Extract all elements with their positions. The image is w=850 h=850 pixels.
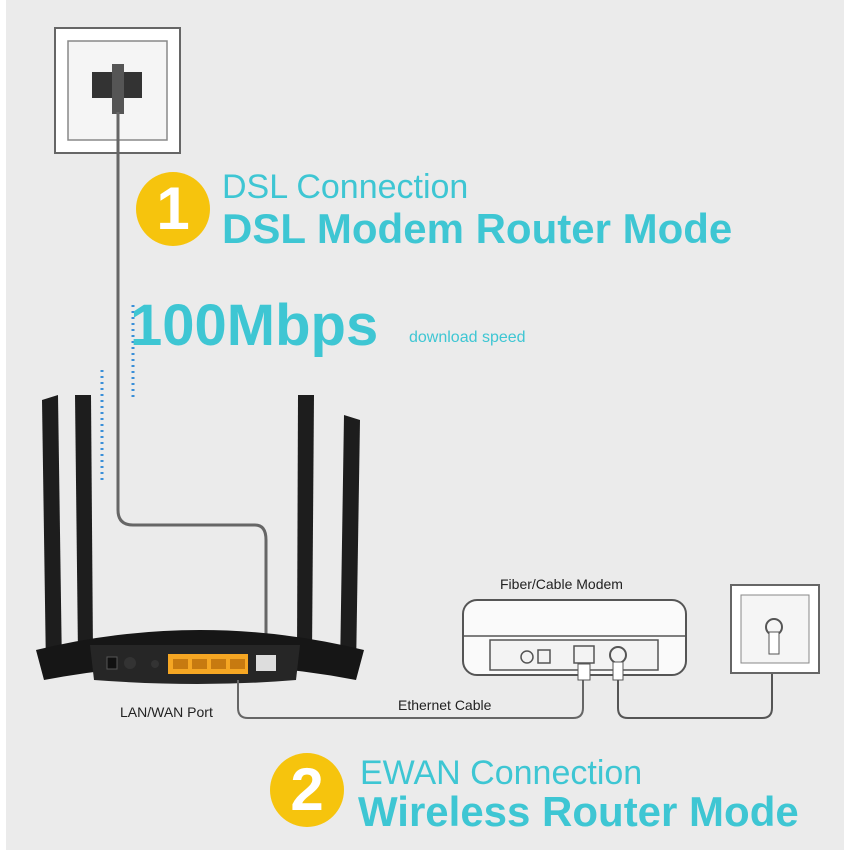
lan-wan-port-label: LAN/WAN Port bbox=[120, 704, 213, 720]
coax-wall-socket bbox=[730, 584, 820, 674]
ethernet-cable-label: Ethernet Cable bbox=[398, 697, 492, 713]
fiber-cable-modem bbox=[462, 599, 687, 681]
phone-wall-socket bbox=[54, 27, 181, 154]
mode-1-badge: 1 bbox=[136, 172, 210, 246]
dsl-connection-label: DSL Connection bbox=[222, 168, 469, 206]
modem-label: Fiber/Cable Modem bbox=[500, 576, 623, 592]
mode-2-badge: 2 bbox=[270, 753, 344, 827]
dsl-cable bbox=[116, 112, 268, 660]
speed-value: 100Mbps bbox=[130, 293, 379, 358]
speed-label: download speed bbox=[409, 329, 526, 346]
coax-cable bbox=[617, 655, 773, 719]
ewan-connection-label: EWAN Connection bbox=[360, 754, 643, 792]
ethernet-cable bbox=[237, 680, 584, 719]
dsl-port bbox=[256, 655, 276, 671]
dsl-modem-router-mode-title: DSL Modem Router Mode bbox=[222, 205, 733, 252]
signal-dots bbox=[100, 305, 135, 480]
router bbox=[36, 395, 364, 684]
wireless-router-mode-title: Wireless Router Mode bbox=[358, 788, 799, 835]
